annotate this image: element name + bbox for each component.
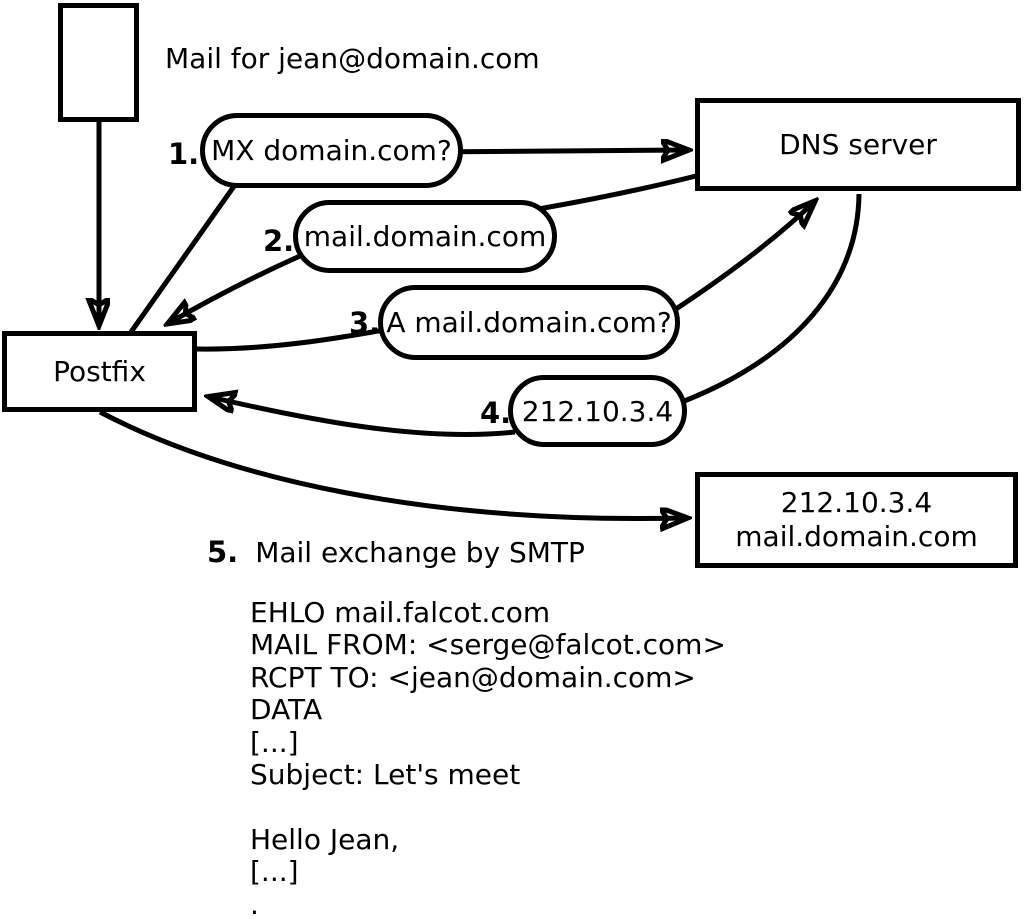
pill-mx-answer-label: mail.domain.com xyxy=(303,220,547,253)
step-4-number: 4. xyxy=(480,396,512,430)
mail-server-box: 212.10.3.4 mail.domain.com xyxy=(695,472,1018,568)
pill-mx-query: MX domain.com? xyxy=(200,113,463,188)
step-5-number: 5. xyxy=(207,535,239,569)
smtp-line: Hello Jean, xyxy=(250,822,400,856)
arrow-postfix-to-mailserver xyxy=(98,409,686,519)
pill-mx-answer: mail.domain.com xyxy=(293,200,557,273)
mail-server-ip: 212.10.3.4 xyxy=(780,486,933,519)
arrow-mx-answer-to-postfix xyxy=(169,253,302,323)
diagram-title: Mail for jean@domain.com xyxy=(165,42,540,75)
arrow-a-query-to-dns xyxy=(674,202,814,312)
step-5-label: Mail exchange by SMTP xyxy=(255,536,585,569)
dns-server-label: DNS server xyxy=(779,128,937,161)
smtp-line: [...] xyxy=(250,725,299,759)
mail-message-box xyxy=(58,3,139,122)
arrow-a-answer-to-postfix xyxy=(210,397,516,437)
smtp-line: EHLO mail.falcot.com xyxy=(250,596,551,629)
pill-a-answer-label: 212.10.3.4 xyxy=(521,394,674,428)
smtp-line: . xyxy=(250,887,259,919)
smtp-line: DATA xyxy=(250,693,323,727)
arrow-dns-to-a-answer xyxy=(659,193,862,413)
pill-a-query: A mail.domain.com? xyxy=(378,285,680,360)
step-5-caption: 5. Mail exchange by SMTP xyxy=(207,535,585,569)
mail-server-hostname: mail.domain.com xyxy=(735,520,978,553)
step-1-number: 1. xyxy=(168,137,200,171)
smtp-line: RCPT TO: <jean@domain.com> xyxy=(250,660,696,694)
arrow-postfix-to-mx-query xyxy=(128,180,240,334)
arrow-postfix-to-a-query xyxy=(196,324,401,352)
smtp-line: MAIL FROM: <serge@falcot.com> xyxy=(250,628,726,662)
step-3-number: 3. xyxy=(349,306,381,340)
smtp-line: [...] xyxy=(250,855,299,889)
postfix-box: Postfix xyxy=(2,331,197,412)
step-2-number: 2. xyxy=(263,224,295,258)
postfix-label: Postfix xyxy=(53,355,146,388)
pill-a-query-label: A mail.domain.com? xyxy=(386,306,672,339)
smtp-line: Subject: Let's meet xyxy=(250,757,521,791)
smtp-line xyxy=(250,791,726,823)
smtp-session-text: EHLO mail.falcot.com MAIL FROM: <serge@f… xyxy=(250,596,726,919)
pill-a-answer: 212.10.3.4 xyxy=(508,375,687,447)
arrow-mx-query-to-dns xyxy=(419,150,687,152)
dns-server-box: DNS server xyxy=(695,98,1021,191)
pill-mx-query-label: MX domain.com? xyxy=(211,134,452,167)
